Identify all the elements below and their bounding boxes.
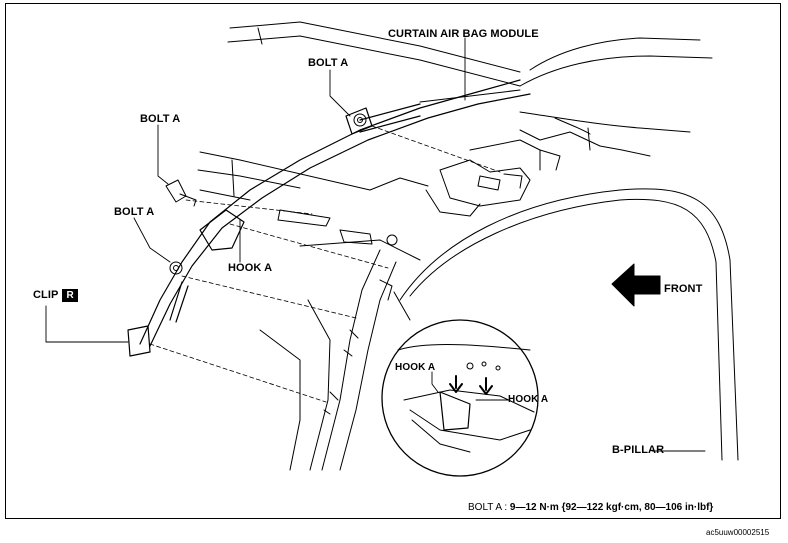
- label-b-pillar: B-PILLAR: [612, 444, 665, 456]
- label-front: FRONT: [664, 283, 703, 295]
- bolt-parts: [165, 113, 367, 275]
- guide-lines: [149, 125, 501, 403]
- clip-text: CLIP: [33, 289, 59, 301]
- b-pillar-outline: [259, 188, 739, 471]
- label-hook-a-main: HOOK A: [228, 262, 273, 274]
- figure-code: ac5uuw00002515: [706, 528, 770, 537]
- clip-r-badge: R: [62, 289, 78, 302]
- torque-value: 9—12 N·m {92—122 kgf·cm, 80—106 in·lbf}: [509, 502, 714, 513]
- detail-bubble: [381, 291, 539, 477]
- label-hook-a-detail-2: HOOK A: [508, 394, 549, 405]
- label-bolt-a-lower-left: BOLT A: [114, 206, 155, 218]
- label-bolt-a-upper-left: BOLT A: [140, 113, 181, 125]
- curtain-airbag-module[interactable]: [127, 79, 531, 357]
- leader-lines: [45, 37, 706, 452]
- label-hook-a-detail-1: HOOK A: [395, 362, 436, 373]
- label-bolt-a-top: BOLT A: [308, 57, 349, 69]
- roof-structure: [227, 21, 713, 157]
- diagram-frame: [5, 3, 781, 519]
- torque-spec: BOLT A : 9—12 N·m {92—122 kgf·cm, 80—106…: [468, 502, 713, 513]
- label-curtain-air-bag-module: CURTAIN AIR BAG MODULE: [388, 28, 539, 40]
- torque-label: BOLT A :: [468, 502, 508, 513]
- front-arrow-icon: [611, 263, 661, 307]
- inner-panels: [197, 139, 561, 246]
